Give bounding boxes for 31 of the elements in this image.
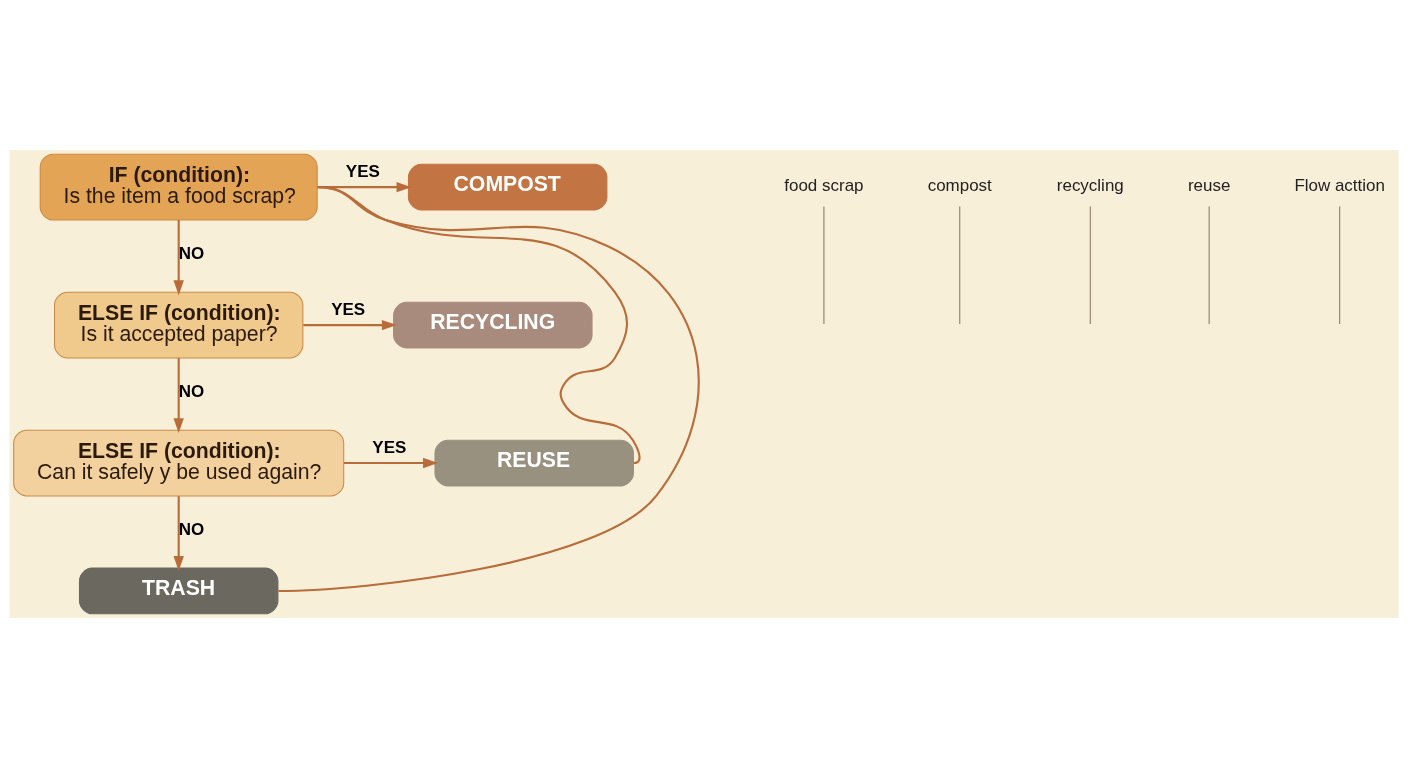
arrow <box>317 181 412 193</box>
connector <box>1339 206 1341 325</box>
edge-label: YES <box>331 300 366 320</box>
node-text: compost <box>927 176 992 196</box>
node-box: RECYCLING <box>393 301 593 349</box>
connector <box>318 186 641 464</box>
connector <box>823 206 825 325</box>
edge-label: NO <box>178 520 205 540</box>
edge-label: NO <box>178 382 205 402</box>
connector <box>959 206 961 325</box>
arrow <box>303 319 397 331</box>
arrow <box>343 457 438 469</box>
edge-label: YES <box>372 438 407 458</box>
node-box: ELSE IF (condition): Is it accepted paper? <box>54 291 304 359</box>
node-text: recycling <box>1056 176 1124 196</box>
node-box: IF (condition): Is the item a food scrap? <box>39 153 318 221</box>
node-text: food scrap <box>784 176 864 196</box>
node-text: reuse <box>1187 176 1231 196</box>
node-box: ELSE IF (condition): Can it safely y be used again? <box>13 429 345 497</box>
edge-label: YES <box>345 162 380 182</box>
node-box: COMPOST <box>407 163 608 211</box>
arrow <box>173 220 184 296</box>
connector <box>1089 206 1091 325</box>
node-box: TRASH <box>78 567 279 615</box>
connector <box>278 186 700 592</box>
edge-label: NO <box>178 244 205 264</box>
arrow <box>173 496 184 571</box>
arrow <box>173 358 184 434</box>
connector <box>1208 206 1210 325</box>
node-box: REUSE <box>434 439 634 487</box>
node-text: Flow acttion <box>1294 176 1385 196</box>
